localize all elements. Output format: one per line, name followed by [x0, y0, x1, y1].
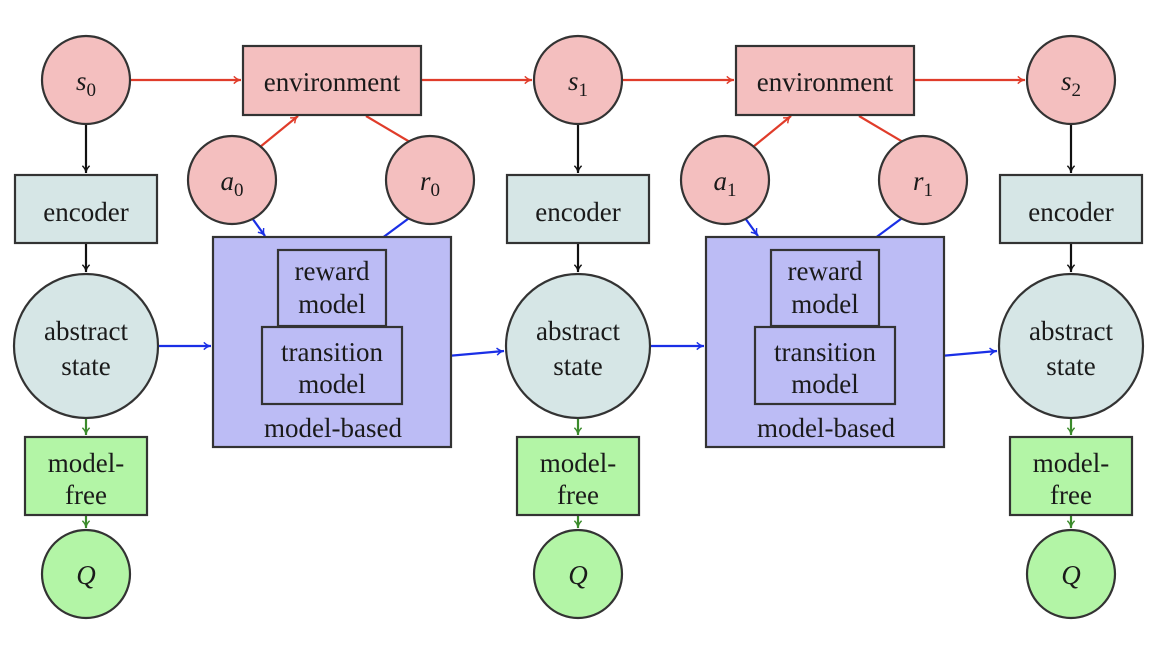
transition-model-box [753, 325, 897, 406]
reward-model-label: model [791, 289, 859, 319]
transition-model-box [260, 325, 404, 406]
q-value-node [40, 528, 132, 620]
abstract-state-label: state [553, 351, 602, 381]
model-free-label: free [65, 480, 107, 510]
reward-label: r1 [913, 166, 933, 201]
abstract-state-node [12, 272, 160, 420]
state-label: s1 [568, 66, 588, 101]
action-to-model-based-arrow [251, 217, 266, 237]
reward-model-label: reward [788, 256, 863, 286]
abstract-state-label: abstract [44, 316, 128, 346]
model-free-label: free [1050, 480, 1092, 510]
q-value-node [532, 528, 624, 620]
action-label: a0 [221, 166, 244, 201]
state-node [1025, 34, 1117, 126]
action-node [186, 134, 278, 226]
encoder-label: encoder [1028, 197, 1113, 227]
transition-model-label: transition [281, 337, 383, 367]
encoder-box [998, 173, 1144, 245]
q-value-label: Q [1061, 560, 1081, 590]
encoder-box [505, 173, 651, 245]
transition-model-label: model [298, 369, 366, 399]
reward-model-label: reward [295, 256, 370, 286]
environment-box [241, 44, 423, 117]
model-free-box [23, 435, 149, 517]
model-based-label: model-based [264, 413, 402, 443]
model-free-label: model- [540, 448, 616, 478]
q-value-label: Q [568, 560, 588, 590]
abstract-state-label: abstract [536, 316, 620, 346]
environment-label: environment [757, 67, 894, 97]
reward-model-label: model [298, 289, 366, 319]
encoder-box [13, 173, 159, 245]
environment-box [734, 44, 916, 117]
reward-label: r0 [420, 166, 440, 201]
state-label: s0 [76, 66, 96, 101]
edges [81, 75, 1076, 529]
abstract-state-label: state [61, 351, 110, 381]
model-free-box [515, 435, 641, 517]
encoder-label: encoder [535, 197, 620, 227]
q-value-label: Q [76, 560, 96, 590]
action-node [679, 134, 771, 226]
abstract-state-label: state [1046, 351, 1095, 381]
environment-label: environment [264, 67, 401, 97]
state-label: s2 [1061, 66, 1081, 101]
model-free-label: model- [1033, 448, 1109, 478]
transition-model-label: model [791, 369, 859, 399]
action-to-environment-arrow [259, 115, 299, 148]
action-label: a1 [714, 166, 737, 201]
model-free-label: model- [48, 448, 124, 478]
reward-model-box [769, 248, 881, 328]
model-based-label: model-based [757, 413, 895, 443]
abstract-state-node [504, 272, 652, 420]
reward-node [384, 134, 476, 226]
abstract-state-node [997, 272, 1145, 420]
q-value-node [1025, 528, 1117, 620]
transition-model-label: transition [774, 337, 876, 367]
action-to-environment-arrow [752, 115, 792, 148]
model-free-box [1008, 435, 1134, 517]
encoder-label: encoder [43, 197, 128, 227]
reward-node [877, 134, 969, 226]
model-free-label: free [557, 480, 599, 510]
state-node [532, 34, 624, 126]
state-node [40, 34, 132, 126]
abstract-state-label: abstract [1029, 316, 1113, 346]
action-to-model-based-arrow [744, 217, 759, 237]
